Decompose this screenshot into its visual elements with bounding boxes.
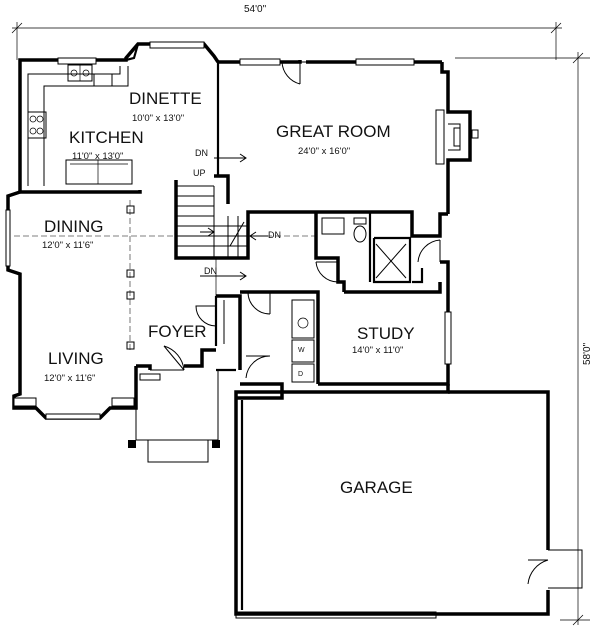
room-name-kitchen: KITCHEN bbox=[69, 128, 144, 147]
room-name-dining: DINING bbox=[44, 217, 104, 236]
room-name-dinette: DINETTE bbox=[129, 89, 202, 108]
room-dim-dinette: 10'0" x 13'0" bbox=[132, 113, 184, 124]
overall-depth-dimension: 58'0" bbox=[455, 52, 593, 626]
room-dim-dining: 12'0" x 11'6" bbox=[42, 240, 93, 251]
dining-living-walls bbox=[5, 190, 320, 420]
room-name-living: LIVING bbox=[48, 349, 104, 368]
kitchen-counters bbox=[27, 64, 133, 186]
room-name-garage: GARAGE bbox=[340, 478, 413, 497]
room-name-study: STUDY bbox=[357, 324, 415, 343]
stair-dn-upper-label: DN bbox=[195, 148, 208, 158]
stair-dn-lower-label: DN bbox=[204, 266, 217, 276]
overall-width-label: 54'0" bbox=[244, 4, 267, 15]
stair-dn-right-label: DN bbox=[268, 230, 281, 240]
room-label-dining: DINING 12'0" x 11'6" bbox=[42, 217, 104, 251]
room-label-living: LIVING 12'0" x 11'6" bbox=[44, 349, 104, 384]
kitchen-walls bbox=[18, 41, 220, 194]
foyer-walls bbox=[128, 294, 242, 463]
room-label-garage: GARAGE bbox=[340, 478, 413, 497]
staircase: DN UP DN DN bbox=[174, 148, 281, 296]
washer-label: W bbox=[298, 347, 305, 354]
dryer-label: D bbox=[298, 371, 303, 378]
room-dim-living: 12'0" x 11'6" bbox=[44, 373, 95, 384]
room-label-foyer: FOYER bbox=[148, 322, 207, 341]
room-dim-kitchen: 11'0" x 13'0" bbox=[72, 151, 123, 162]
stair-up-label: UP bbox=[193, 168, 206, 178]
overall-depth-label: 58'0" bbox=[582, 342, 593, 365]
room-label-study: STUDY 14'0" x 11'0" bbox=[352, 324, 415, 356]
room-name-foyer: FOYER bbox=[148, 322, 207, 341]
overall-width-dimension: 54'0" bbox=[11, 4, 562, 60]
garage-walls bbox=[234, 384, 583, 619]
room-label-kitchen: KITCHEN 11'0" x 13'0" bbox=[69, 128, 144, 162]
laundry-walls: W D bbox=[236, 290, 320, 400]
room-dim-great-room: 24'0" x 16'0" bbox=[298, 146, 350, 157]
great-room-walls bbox=[216, 58, 479, 214]
room-name-great-room: GREAT ROOM bbox=[276, 122, 391, 141]
bath-walls bbox=[264, 210, 450, 292]
room-label-dinette: DINETTE 10'0" x 13'0" bbox=[129, 89, 202, 124]
room-label-great-room: GREAT ROOM 24'0" x 16'0" bbox=[276, 122, 391, 157]
room-dim-study: 14'0" x 11'0" bbox=[352, 345, 403, 356]
